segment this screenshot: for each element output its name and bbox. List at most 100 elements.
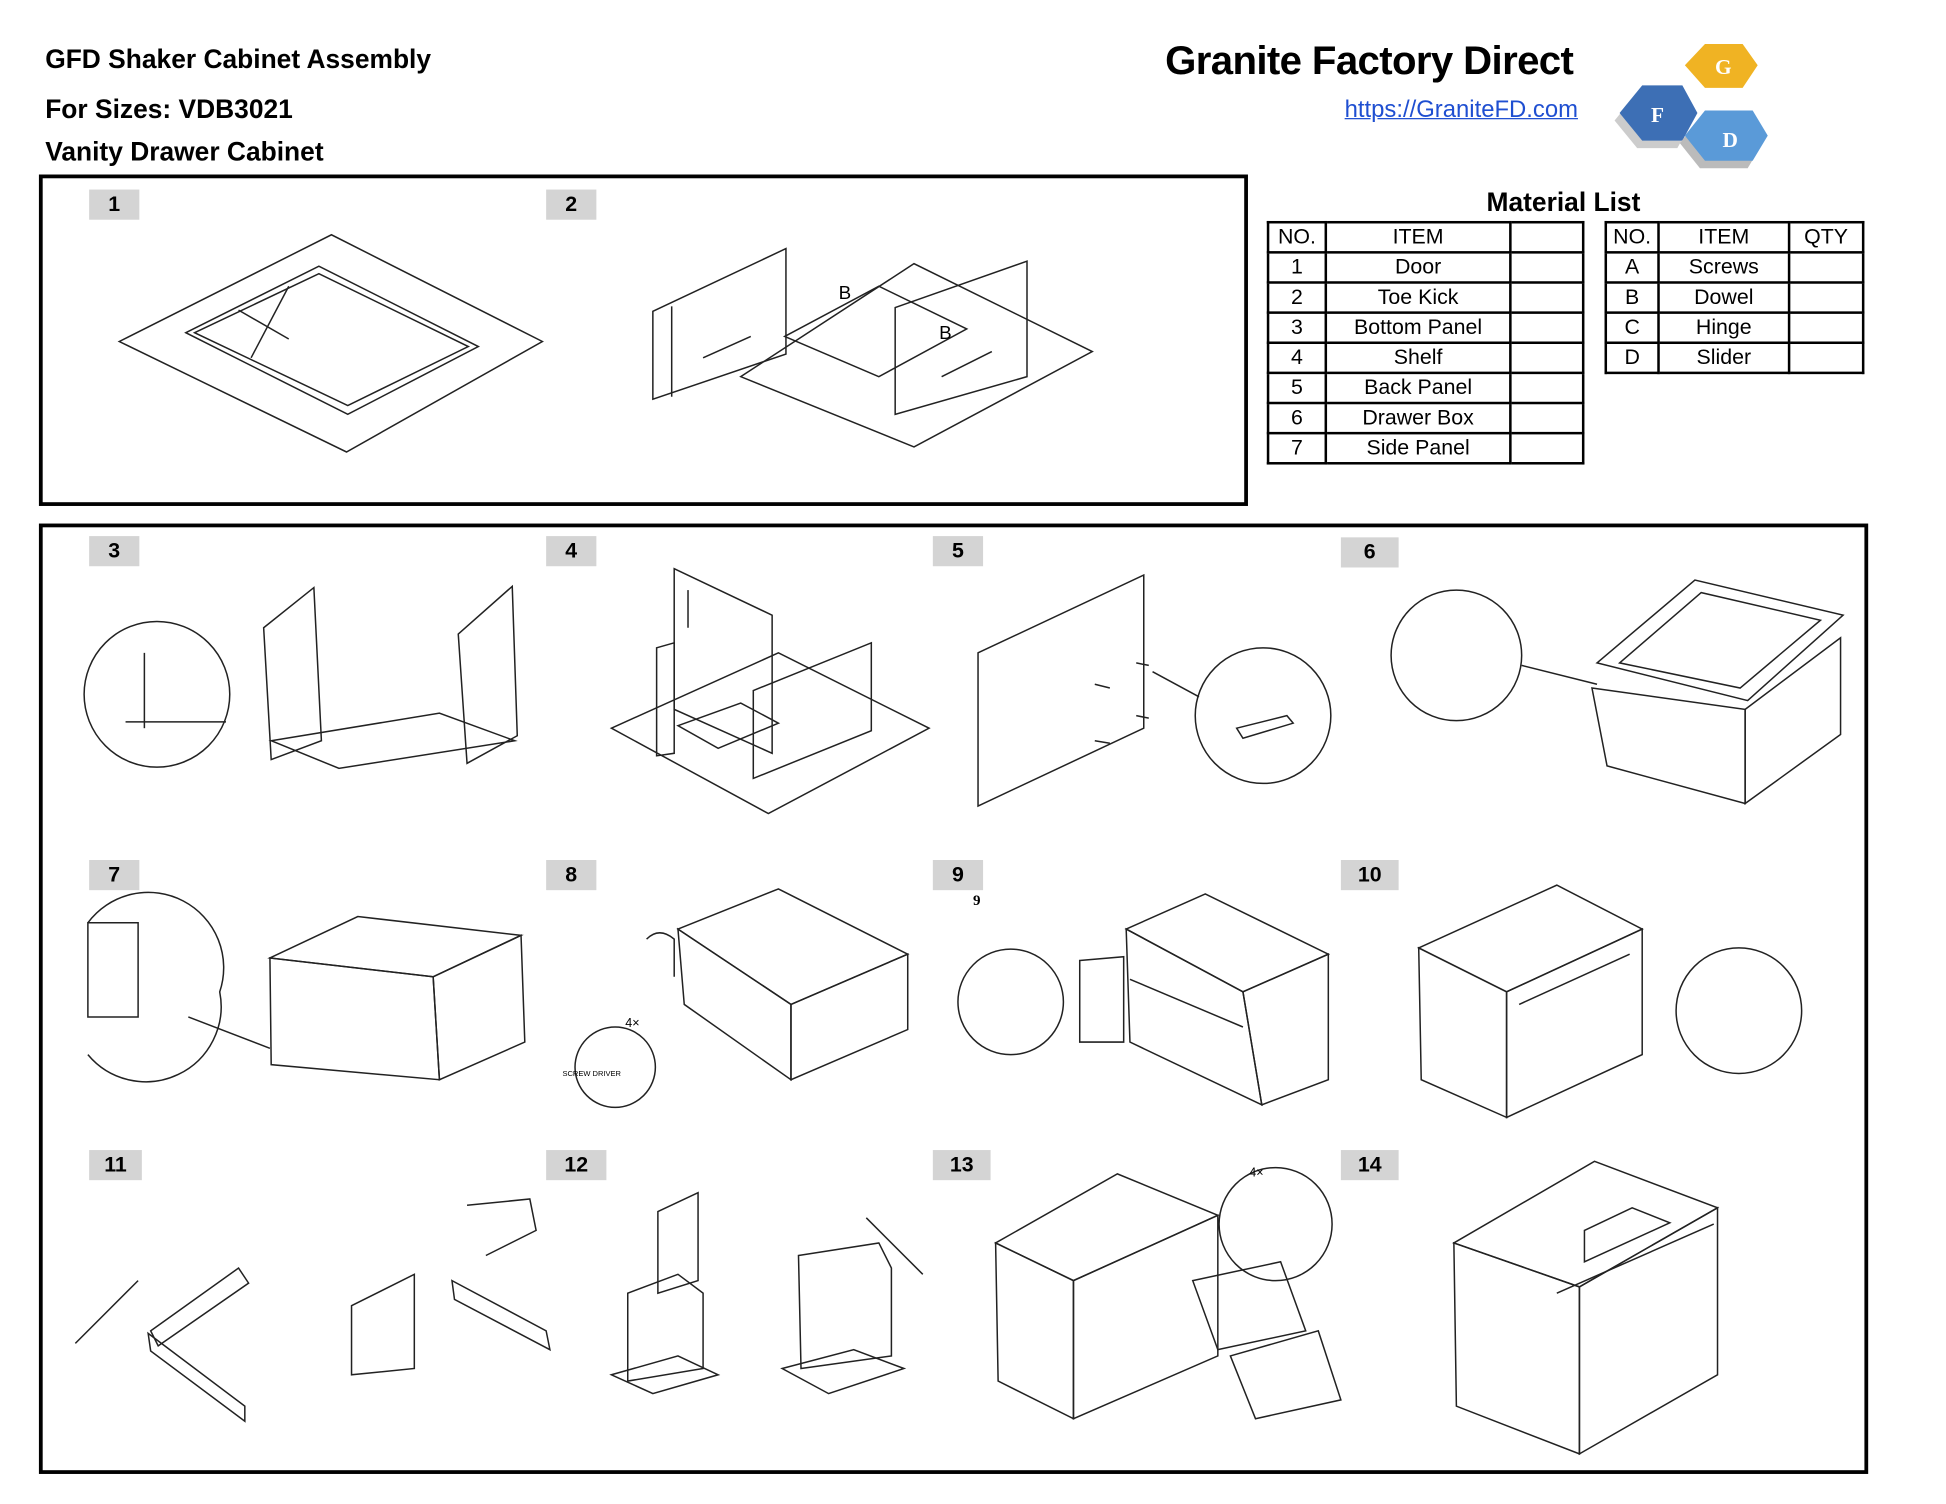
step-5-label: 5 (932, 536, 984, 567)
header-item: ITEM (1324, 220, 1512, 254)
step-1-illustration (117, 233, 544, 453)
website-link[interactable]: https://GraniteFD.com (1344, 96, 1578, 124)
document-title: GFD Shaker Cabinet Assembly (45, 45, 432, 75)
cell-no: 5 (1266, 371, 1328, 405)
step-9-label: 9 (932, 860, 984, 891)
cell-qty (1509, 281, 1585, 314)
svg-text:F: F (1651, 103, 1664, 127)
gfd-logo: G F D (1614, 43, 1768, 169)
cabinet-type: Vanity Drawer Cabinet (45, 138, 324, 167)
cell-item: Side Panel (1324, 431, 1512, 465)
step-5-illustration (977, 573, 1332, 808)
cell-qty (1509, 401, 1585, 435)
header-no: NO. (1266, 220, 1328, 254)
cell-item: Back Panel (1324, 371, 1512, 405)
cell-no: B (1604, 281, 1660, 314)
step-7-label: 7 (89, 860, 140, 891)
svg-text:4×: 4× (625, 1016, 639, 1030)
step-4-illustration (609, 567, 931, 815)
cell-no: C (1604, 311, 1660, 345)
cell-no: D (1604, 341, 1660, 375)
step-14-label: 14 (1340, 1150, 1399, 1181)
cell-no: 7 (1266, 431, 1328, 465)
svg-text:SCREW DRIVER: SCREW DRIVER (562, 1069, 621, 1078)
cell-no: A (1604, 251, 1660, 284)
cell-item: Drawer Box (1324, 401, 1512, 435)
step-8-illustration: 4× SCREW DRIVER (562, 888, 910, 1109)
step-6-illustration (1390, 579, 1845, 805)
step-10-illustration (1416, 884, 1803, 1119)
step-10-label: 10 (1340, 860, 1399, 891)
header-no: NO. (1604, 220, 1660, 254)
cell-qty (1509, 431, 1585, 465)
cell-no: 1 (1266, 251, 1328, 284)
step-2-label: 2 (546, 189, 597, 220)
cell-qty (1787, 341, 1865, 375)
step-3-illustration (83, 584, 519, 770)
svg-text:D: D (1723, 128, 1738, 152)
cell-qty (1509, 341, 1585, 375)
cell-no: 3 (1266, 311, 1328, 345)
step-4-label: 4 (546, 536, 597, 567)
header-qty: QTY (1787, 220, 1865, 254)
step-11-label: 11 (89, 1150, 142, 1181)
cell-qty (1509, 311, 1585, 345)
cell-item: Door (1324, 251, 1512, 284)
cell-no: 4 (1266, 341, 1328, 375)
step-9-illustration (957, 893, 1331, 1107)
svg-text:G: G (1715, 55, 1732, 79)
material-list-title: Material List (1486, 188, 1641, 218)
steps-1-2-panel (38, 174, 1248, 506)
cell-item: Shelf (1324, 341, 1512, 375)
step-14-illustration (1452, 1160, 1720, 1456)
cell-no: 2 (1266, 281, 1328, 314)
step-7-illustration (87, 891, 526, 1083)
cell-qty (1787, 311, 1865, 345)
brand-name: Granite Factory Direct (1165, 37, 1574, 83)
step-11-illustration (74, 1198, 551, 1423)
cell-qty (1787, 281, 1865, 314)
step-1-label: 1 (89, 189, 140, 220)
step-13-label: 13 (932, 1150, 991, 1181)
svg-text:4×: 4× (1249, 1165, 1263, 1179)
step-12-label: 12 (546, 1150, 607, 1181)
cell-item: Bottom Panel (1324, 311, 1512, 345)
step-13-illustration: 4× (993, 1165, 1342, 1420)
sizes-label: For Sizes: VDB3021 (45, 95, 293, 125)
svg-text:B: B (939, 322, 952, 343)
cell-qty (1509, 371, 1585, 405)
cell-item: Dowel (1657, 281, 1791, 314)
step-3-label: 3 (89, 536, 140, 567)
header-item: ITEM (1657, 220, 1791, 254)
step-8-label: 8 (546, 860, 597, 891)
step-2-illustration: B B (652, 247, 1094, 448)
cell-item: Slider (1657, 341, 1791, 375)
header-blank (1509, 220, 1585, 254)
cell-item: Screws (1657, 251, 1791, 284)
cell-qty (1509, 251, 1585, 284)
cell-no: 6 (1266, 401, 1328, 435)
cell-qty (1787, 251, 1865, 284)
svg-text:B: B (839, 282, 852, 303)
cell-item: Toe Kick (1324, 281, 1512, 314)
step-12-illustration (609, 1191, 924, 1395)
step-9-mark: 9 (973, 891, 981, 909)
cell-item: Hinge (1657, 311, 1791, 345)
steps-3-14-panel (38, 523, 1869, 1474)
step-6-label: 6 (1340, 537, 1399, 568)
table-header-row: NO.ITEM (1266, 220, 1585, 254)
